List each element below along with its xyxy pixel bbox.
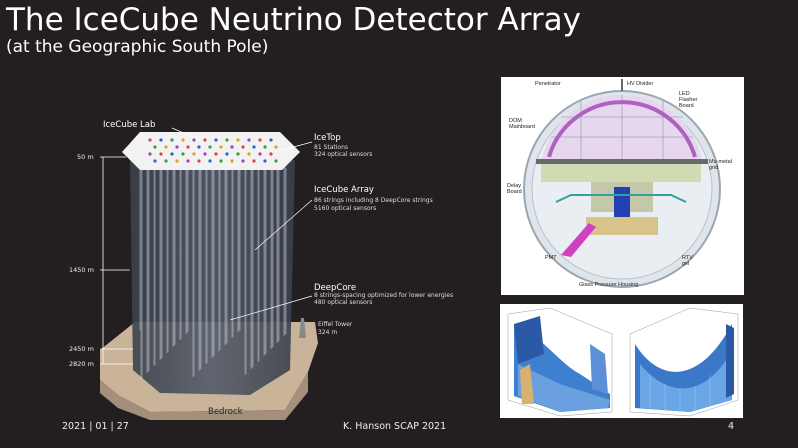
icetop-station <box>148 138 152 142</box>
icetop-station <box>164 145 168 149</box>
icetop-name: IceTop <box>314 133 341 143</box>
icetop-station <box>186 159 190 163</box>
icetop-station <box>148 152 152 156</box>
slide-subtitle: (at the Geographic South Pole) <box>6 37 269 57</box>
icetop-station <box>219 159 223 163</box>
icetop-station <box>159 152 163 156</box>
icetop-sensors-text: 324 optical sensors <box>314 151 373 158</box>
eiffel-tower-icon <box>299 318 306 338</box>
icetop-station <box>241 145 245 149</box>
icetop-station <box>263 145 267 149</box>
icetop-station <box>230 159 234 163</box>
dom-label-penetrator: Penetrator <box>535 81 561 87</box>
icetop-station <box>236 138 240 142</box>
icetop-station <box>236 152 240 156</box>
array-name: IceCube Array <box>314 185 374 195</box>
depth-label: 2450 m <box>69 345 94 353</box>
icetop-station <box>274 159 278 163</box>
dom-label-led-flasher: LED Flasher Board <box>679 91 698 109</box>
slide-title: The IceCube Neutrino Detector Array <box>6 2 581 38</box>
icetop-station <box>247 152 251 156</box>
dom-diagram-panel: Penetrator HV Divider LED Flasher Board … <box>501 77 744 295</box>
deepcore-sensors-text: 480 optical sensors <box>314 299 373 306</box>
depth-label: 50 m <box>77 153 94 161</box>
icecube-lab-label: IceCube Lab <box>103 120 156 130</box>
deepcore-name: DeepCore <box>314 283 357 293</box>
icetop-station <box>208 159 212 163</box>
array-sensors-text: 5160 optical sensors <box>314 205 377 212</box>
detector-strings <box>139 158 287 379</box>
icetop-station <box>214 138 218 142</box>
eiffel-name: Eiffel Tower <box>318 321 353 328</box>
icetop-station <box>274 145 278 149</box>
icetop-station <box>269 152 273 156</box>
icetop-station <box>164 159 168 163</box>
icetop-station <box>258 138 262 142</box>
footer-credit: K. Hanson SCAP 2021 <box>343 421 447 432</box>
icetop-surface <box>122 132 300 170</box>
icetop-station <box>252 145 256 149</box>
icetop-station <box>197 145 201 149</box>
icetop-station <box>181 152 185 156</box>
icetop-station <box>197 159 201 163</box>
dom-label-hv-divider: HV Divider <box>627 81 654 87</box>
icetop-station <box>153 159 157 163</box>
icetop-station <box>225 152 229 156</box>
icetop-station <box>175 145 179 149</box>
depth-label: 1450 m <box>69 266 94 274</box>
icetop-station <box>219 145 223 149</box>
ice-column <box>130 160 295 395</box>
surface-plots-panel <box>500 304 743 418</box>
depth-label: 2820 m <box>69 360 94 368</box>
bedrock-label: Bedrock <box>208 407 243 417</box>
icetop-station <box>258 152 262 156</box>
icetop-station <box>208 145 212 149</box>
icetop-station <box>203 152 207 156</box>
icetop-station <box>225 138 229 142</box>
icetop-station <box>230 145 234 149</box>
surface-plots-image <box>507 307 739 417</box>
array-strings-text: 86 strings including 8 DeepCore strings <box>314 197 433 204</box>
icetop-stations-text: 81 Stations <box>314 144 348 151</box>
icetop-station <box>175 159 179 163</box>
dom-label-glass-housing: Glass Pressure Housing <box>579 282 639 288</box>
dom-label-mu-metal: Mu-metal grid <box>709 159 732 171</box>
icetop-station <box>186 145 190 149</box>
icetop-station <box>181 138 185 142</box>
icetop-station <box>252 159 256 163</box>
icetop-station <box>263 159 267 163</box>
dom-label-pmt: PMT <box>545 255 557 261</box>
icetop-station <box>214 152 218 156</box>
dom-label-delay-board: Delay Board <box>507 183 522 195</box>
icetop-station <box>170 138 174 142</box>
deepcore-strings-text: 8 strings-spacing optimized for lower en… <box>314 292 454 299</box>
dom-label-mainboard: DOM Mainboard <box>509 118 535 130</box>
icetop-station <box>170 152 174 156</box>
eiffel-height: 324 m <box>318 329 338 336</box>
icetop-station <box>269 138 273 142</box>
dom-label-rtv-gel: RTV gel <box>682 255 693 267</box>
icetop-station <box>241 159 245 163</box>
dom-cutaway-diagram <box>523 79 721 288</box>
icetop-stations <box>148 138 278 163</box>
icetop-station <box>203 138 207 142</box>
footer-date: 2021 | 01 | 27 <box>62 421 129 432</box>
icetop-station <box>192 138 196 142</box>
icetop-station <box>159 138 163 142</box>
icetop-station <box>153 145 157 149</box>
page-number: 4 <box>728 421 735 432</box>
icetop-station <box>192 152 196 156</box>
icetop-station <box>247 138 251 142</box>
